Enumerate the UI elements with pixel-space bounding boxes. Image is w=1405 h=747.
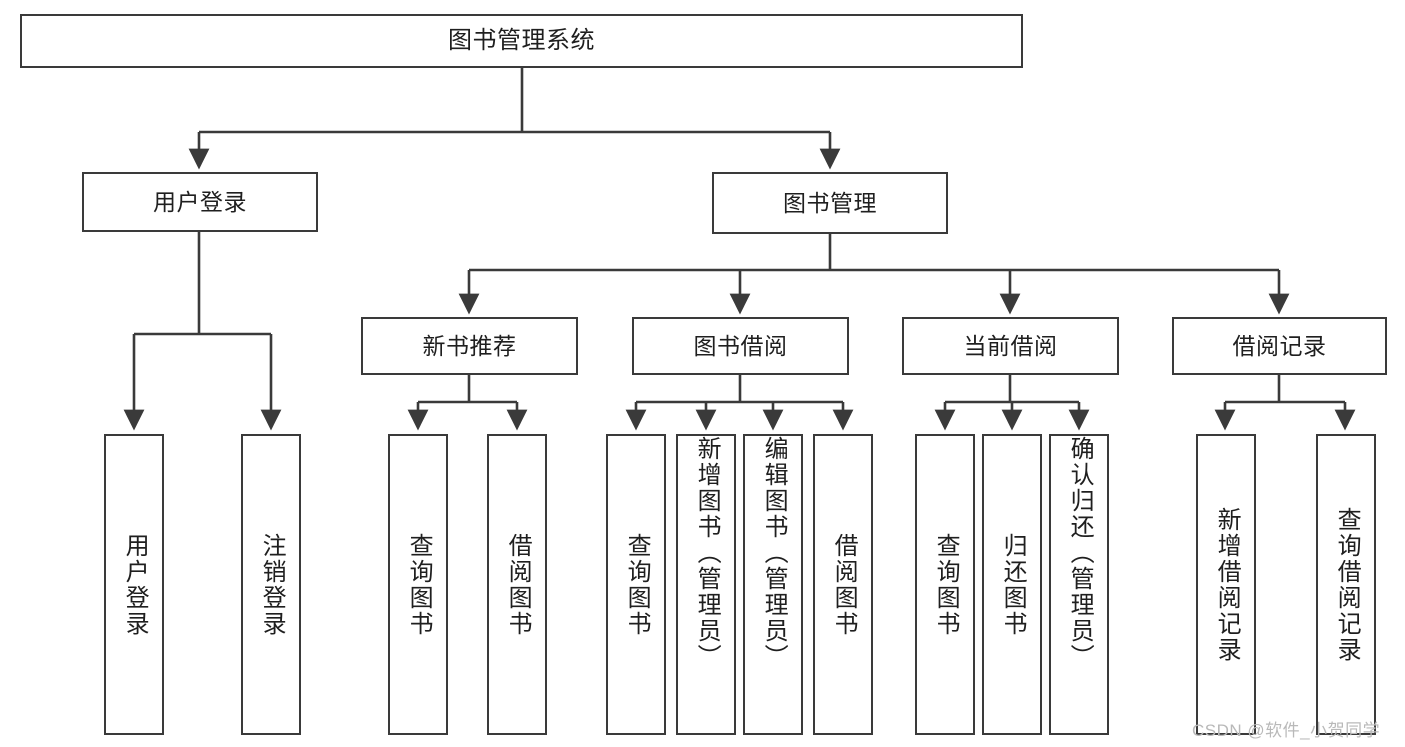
node-label: 用户登录 bbox=[153, 188, 247, 215]
node-label: 借阅图书 bbox=[830, 532, 858, 637]
leaf-confirm-return-admin[interactable]: 确认归还（管理员） bbox=[1049, 434, 1109, 735]
node-label: 新书推荐 bbox=[422, 332, 517, 359]
node-user-login[interactable]: 用户登录 bbox=[82, 172, 318, 232]
node-label: 图书管理 bbox=[783, 189, 877, 216]
node-root-book-management-system[interactable]: 图书管理系统 bbox=[20, 14, 1023, 68]
leaf-edit-book-admin[interactable]: 编辑图书（管理员） bbox=[743, 434, 803, 735]
leaf-user-login[interactable]: 用户登录 bbox=[104, 434, 164, 735]
node-label: 新增借阅记录 bbox=[1213, 506, 1241, 663]
node-label: 图书管理系统 bbox=[448, 27, 595, 55]
node-new-book-recommend[interactable]: 新书推荐 bbox=[361, 317, 578, 375]
leaf-query-book-current[interactable]: 查询图书 bbox=[915, 434, 975, 735]
node-label: 新增图书（管理员） bbox=[693, 436, 721, 670]
node-label: 确认归还（管理员） bbox=[1066, 436, 1094, 670]
leaf-add-borrow-record[interactable]: 新增借阅记录 bbox=[1196, 434, 1256, 735]
watermark: CSDN @软件_小贺同学 bbox=[1192, 721, 1381, 740]
node-label: 图书借阅 bbox=[693, 332, 788, 359]
node-label: 编辑图书（管理员） bbox=[760, 436, 788, 670]
leaf-query-book-recommend[interactable]: 查询图书 bbox=[388, 434, 448, 735]
leaf-add-book-admin[interactable]: 新增图书（管理员） bbox=[676, 434, 736, 735]
node-label: 注销登录 bbox=[258, 532, 286, 637]
node-label: 借阅图书 bbox=[504, 532, 532, 637]
node-label: 查询图书 bbox=[623, 532, 651, 637]
node-label: 查询借阅记录 bbox=[1333, 506, 1361, 663]
leaf-query-book-borrow[interactable]: 查询图书 bbox=[606, 434, 666, 735]
leaf-return-book[interactable]: 归还图书 bbox=[982, 434, 1042, 735]
leaf-borrow-book-recommend[interactable]: 借阅图书 bbox=[487, 434, 547, 735]
leaf-query-borrow-record[interactable]: 查询借阅记录 bbox=[1316, 434, 1376, 735]
node-label: 当前借阅 bbox=[963, 332, 1058, 359]
node-book-management[interactable]: 图书管理 bbox=[712, 172, 948, 234]
node-label: 查询图书 bbox=[932, 532, 960, 637]
node-label: 借阅记录 bbox=[1232, 332, 1327, 359]
node-borrow-record[interactable]: 借阅记录 bbox=[1172, 317, 1387, 375]
node-label: 用户登录 bbox=[121, 532, 149, 637]
node-label: 归还图书 bbox=[999, 532, 1027, 637]
node-book-borrow[interactable]: 图书借阅 bbox=[632, 317, 849, 375]
leaf-borrow-book[interactable]: 借阅图书 bbox=[813, 434, 873, 735]
node-current-borrow[interactable]: 当前借阅 bbox=[902, 317, 1119, 375]
node-label: 查询图书 bbox=[405, 532, 433, 637]
leaf-logout-login[interactable]: 注销登录 bbox=[241, 434, 301, 735]
